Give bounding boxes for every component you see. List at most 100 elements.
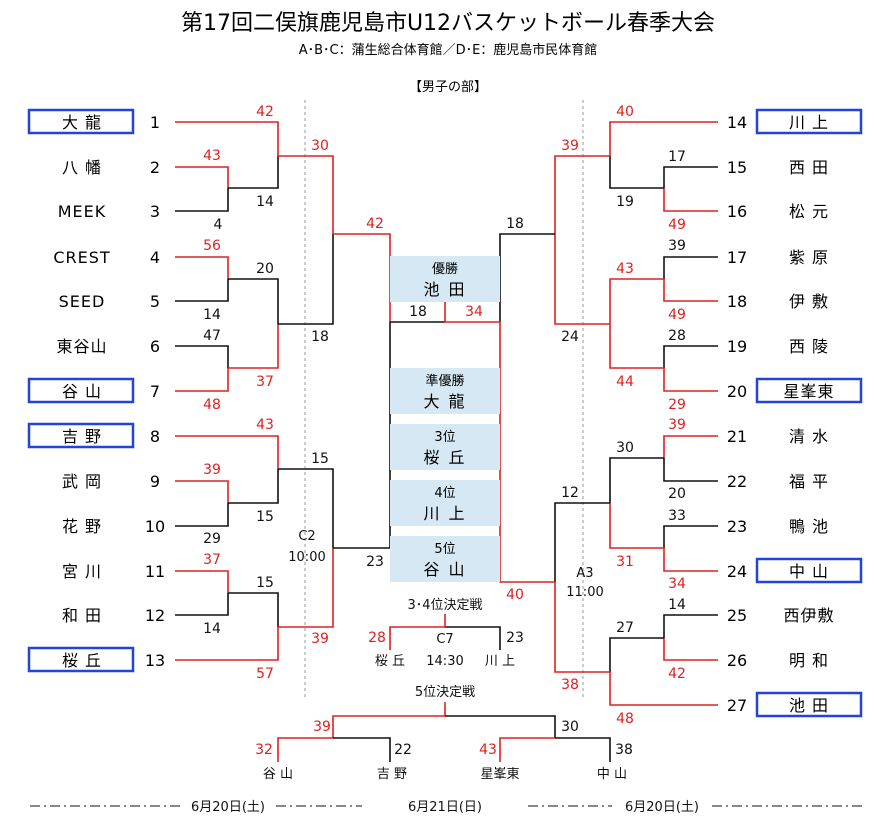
team-seed: 11 (145, 562, 165, 581)
team-seed: 2 (150, 158, 160, 177)
line-19v20 (609, 324, 664, 369)
team-name: 谷 山 (62, 382, 102, 401)
line-21 (663, 435, 718, 458)
line-24 (663, 548, 718, 572)
score: 30 (616, 440, 634, 456)
result-label: 準優勝 (425, 373, 464, 389)
line-23 (663, 525, 718, 548)
third-time: 14:30 (426, 654, 463, 669)
line-23v24 (609, 503, 664, 549)
team-name: 八 幡 (62, 158, 102, 177)
line-15 (663, 166, 718, 188)
score: 43 (616, 261, 634, 277)
score: 42 (668, 666, 686, 682)
result-team: 大 龍 (423, 392, 466, 411)
line-15v16 (609, 156, 664, 189)
team-seed: 16 (727, 202, 747, 221)
score: 17 (668, 149, 686, 165)
team-name: 鴨 池 (789, 517, 829, 536)
scores: 42 43 4 14 30 56 14 20 47 37 48 18 42 43… (203, 104, 686, 727)
score: 39 (668, 417, 686, 433)
result-label: 優勝 (432, 262, 458, 277)
line-7 (175, 368, 229, 392)
winner-box (27, 377, 135, 404)
line-18 (663, 279, 718, 302)
result-label: 3位 (434, 430, 455, 445)
winner-box (27, 646, 135, 673)
result-team: 川 上 (423, 504, 466, 523)
score: 34 (668, 576, 686, 592)
line-26v27 (554, 582, 610, 673)
line-20 (663, 368, 718, 392)
score: 24 (561, 329, 579, 345)
score: 33 (668, 508, 686, 524)
fifth-top-right-score: 30 (561, 719, 579, 735)
fifth-place-match: 5位決定戦 39 30 32 22 43 38 谷 山 吉 野 星峯東 中 山 (255, 685, 633, 782)
winner-box (755, 377, 863, 404)
line-25v26 (609, 637, 664, 672)
score: 12 (561, 485, 579, 501)
team-name: 清 水 (789, 427, 829, 446)
team-seed: 20 (727, 382, 747, 401)
line-fifth-2 (333, 737, 391, 762)
line-13 (175, 627, 279, 661)
fifth-place-title: 5位決定戦 (415, 685, 475, 700)
team-seed: 27 (727, 696, 747, 715)
score: 49 (668, 217, 686, 233)
line-9v10 (228, 469, 279, 504)
score: 48 (203, 397, 221, 413)
team-seed: 23 (727, 517, 747, 536)
line-8v9 (278, 468, 334, 548)
team-name: 武 岡 (62, 472, 102, 491)
line-r-semi-top (499, 233, 555, 322)
time-left: 10:00 (288, 550, 325, 565)
team-name: 西 陵 (789, 337, 829, 356)
third-right-score: 23 (506, 630, 524, 646)
team-seed: 17 (727, 248, 747, 267)
team-seed: 13 (145, 651, 165, 670)
line-third-left (389, 626, 445, 650)
line-fifth-top-right (445, 715, 556, 738)
winner-box (755, 557, 863, 584)
team-seed: 18 (727, 292, 747, 311)
score: 18 (506, 216, 524, 232)
team-name: SEED (59, 292, 106, 311)
line-11 (175, 570, 229, 593)
score: 18 (311, 329, 329, 345)
left-bracket-lines (175, 121, 445, 661)
line-r2-bot (278, 234, 334, 325)
fifth-top-left-score: 39 (313, 719, 331, 735)
line-10 (175, 503, 229, 527)
footer-dates: 6月20日(土) 6月21日(日) 6月20日(土) (30, 800, 866, 815)
line-25 (663, 614, 718, 638)
team-seed: 24 (727, 562, 747, 581)
result-label: 4位 (434, 486, 455, 501)
result-box-champion (390, 256, 500, 302)
line-21v22 (609, 457, 664, 503)
third-place-match: 3･4位決定戦 28 23 C7 14:30 桜 丘 川 上 (368, 598, 524, 669)
team-seed: 25 (727, 606, 747, 625)
team-seed: 9 (150, 472, 160, 491)
result-box-fourth (390, 480, 500, 526)
score: 39 (561, 138, 579, 154)
line-26 (663, 638, 718, 661)
team-name: 伊 敷 (789, 292, 829, 311)
score: 43 (203, 148, 221, 164)
score: 30 (311, 138, 329, 154)
fifth-team-name: 星峯東 (480, 766, 519, 782)
score: 28 (668, 328, 686, 344)
fifth-team-score: 32 (255, 742, 273, 758)
results-panel: 優勝 池 田 準優勝 大 龍 3位 桜 丘 4位 川 上 5位 谷 山 (390, 256, 500, 582)
score: 56 (203, 238, 221, 254)
line-16 (663, 188, 718, 212)
line-fifth-4 (555, 737, 611, 762)
team-name: 西 田 (789, 158, 829, 177)
score: 14 (668, 597, 686, 613)
winner-boxes (27, 108, 863, 718)
team-seed: 3 (150, 202, 160, 221)
score: 39 (203, 462, 221, 478)
team-seed: 10 (145, 517, 165, 536)
team-seed: 15 (727, 158, 747, 177)
